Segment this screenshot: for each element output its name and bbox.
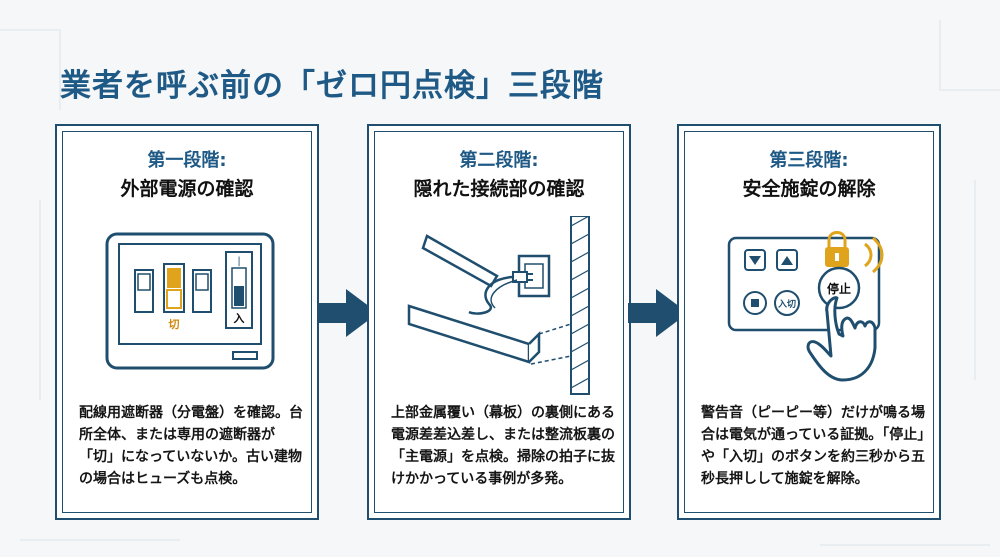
- switch-off-label: 切: [169, 318, 180, 331]
- step-3-panel: 第三段階: 安全施錠の解除 入切 停止 警告音（ピーピー等）だけが鳴る場合は電気…: [677, 124, 941, 520]
- switch-on-label: 入: [234, 312, 245, 325]
- breaker-panel-illustration: 切 | 入: [105, 232, 275, 370]
- stop-button-label: 停止: [827, 281, 851, 296]
- step-2-stage-label: 第二段階:: [459, 150, 539, 171]
- lock-icon: [825, 231, 849, 267]
- hidden-outlet-illustration: [407, 216, 590, 395]
- page-title: 業者を呼ぶ前の「ゼロ円点検」三段階: [60, 68, 604, 104]
- on-off-button-label: 入切: [777, 299, 796, 310]
- step-1-stage-label: 第一段階:: [147, 150, 227, 171]
- step-3-description: 警告音（ピーピー等）だけが鳴る場合は電気が通っている証拠。「停止」や「入切」のボ…: [701, 405, 925, 487]
- pointing-hand-icon: [806, 296, 877, 382]
- stop-square-icon: [751, 299, 759, 307]
- up-arrow-icon: [781, 256, 793, 265]
- step-1-panel: 第一段階: 外部電源の確認 切 | 入 配線用遮断器（分電盤）を確認。台所全体、…: [55, 124, 319, 520]
- step-3-stage-label: 第三段階:: [769, 150, 849, 171]
- control-panel-illustration: 入切 停止: [727, 231, 884, 382]
- down-arrow-icon: [749, 256, 761, 265]
- arrow-right-icon: [628, 289, 688, 337]
- step-1-description: 配線用遮断器（分電盤）を確認。台所全体、または専用の遮断器が「切」になっていない…: [79, 405, 303, 487]
- arrow-right-icon: [318, 289, 378, 337]
- step-3-heading: 安全施錠の解除: [742, 178, 876, 200]
- step-1-heading: 外部電源の確認: [120, 178, 254, 200]
- step-2-description: 上部金属覆い（幕板）の裏側にある電源差差込差し、または整流板裏の「主電源」を点検…: [391, 405, 615, 487]
- step-2-heading: 隠れた接続部の確認: [413, 178, 585, 200]
- switch-on-mark: |: [237, 256, 240, 267]
- step-2-panel: 第二段階: 隠れた接続部の確認 上部金属覆い（幕板）の裏側にある電源差差込差し、…: [367, 124, 631, 520]
- sound-wave-icon: [864, 236, 884, 274]
